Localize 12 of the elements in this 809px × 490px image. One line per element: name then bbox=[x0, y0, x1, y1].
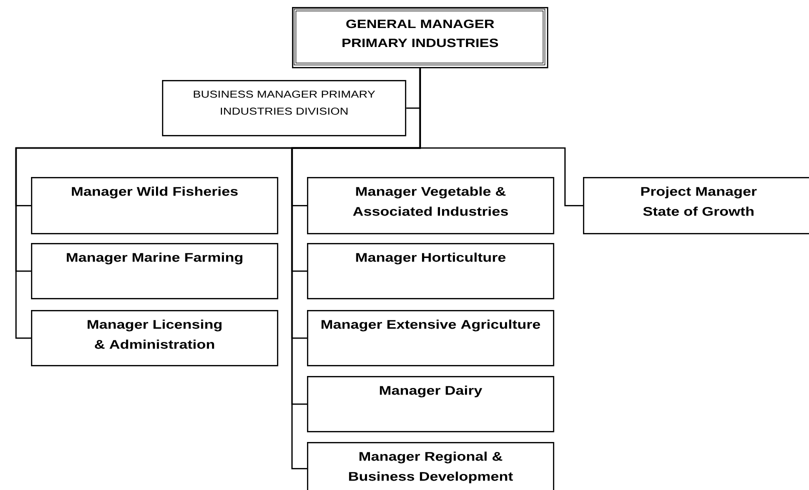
manager-box: Manager Vegetable & Associated Industries bbox=[307, 177, 554, 234]
manager-box: Project Manager State of Growth bbox=[583, 177, 809, 234]
manager-box: Manager Marine Farming bbox=[31, 243, 278, 300]
manager-box: Manager Wild Fisheries bbox=[31, 177, 278, 234]
manager-box: Manager Dairy bbox=[307, 376, 554, 432]
connector-line bbox=[419, 68, 583, 206]
manager-box: Manager Horticulture bbox=[307, 243, 554, 300]
manager-box: Manager Regional & Business Development bbox=[307, 442, 554, 490]
manager-box: BUSINESS MANAGER PRIMARY INDUSTRIES DIVISION bbox=[162, 80, 406, 136]
manager-box: Manager Extensive Agriculture bbox=[307, 310, 554, 366]
manager-box: Manager Licensing & Administration bbox=[31, 310, 278, 366]
manager-box: GENERAL MANAGER PRIMARY INDUSTRIES bbox=[292, 7, 548, 68]
